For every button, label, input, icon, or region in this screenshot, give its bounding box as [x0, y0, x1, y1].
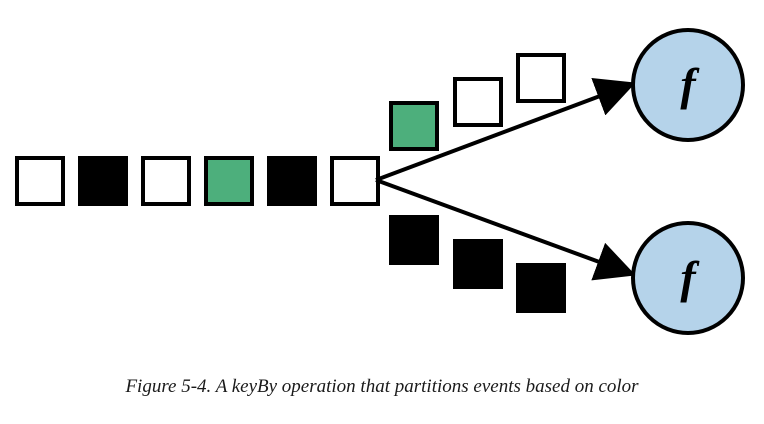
- lower-function-symbol: f: [680, 252, 700, 303]
- input-event-white: [15, 156, 65, 206]
- lower-partition-arrow: [375, 178, 636, 281]
- upper-function-symbol: f: [680, 59, 700, 110]
- upper-event-white: [516, 53, 566, 103]
- figure-caption: Figure 5-4. A keyBy operation that parti…: [125, 376, 639, 397]
- input-event-green: [204, 156, 254, 206]
- input-event-white: [330, 156, 380, 206]
- input-event-black: [78, 156, 128, 206]
- lower-event-black: [389, 215, 439, 265]
- upper-partition-events: [389, 53, 566, 151]
- upper-function-node: f: [631, 28, 745, 142]
- lower-function-node: f: [631, 221, 745, 335]
- upper-partition-arrow: [375, 77, 636, 182]
- upper-event-green: [389, 101, 439, 151]
- upper-event-white: [453, 77, 503, 127]
- input-event-white: [141, 156, 191, 206]
- lower-event-black: [516, 263, 566, 313]
- lower-partition-events: [389, 215, 566, 313]
- input-event-black: [267, 156, 317, 206]
- input-event-stream: [15, 156, 380, 206]
- lower-event-black: [453, 239, 503, 289]
